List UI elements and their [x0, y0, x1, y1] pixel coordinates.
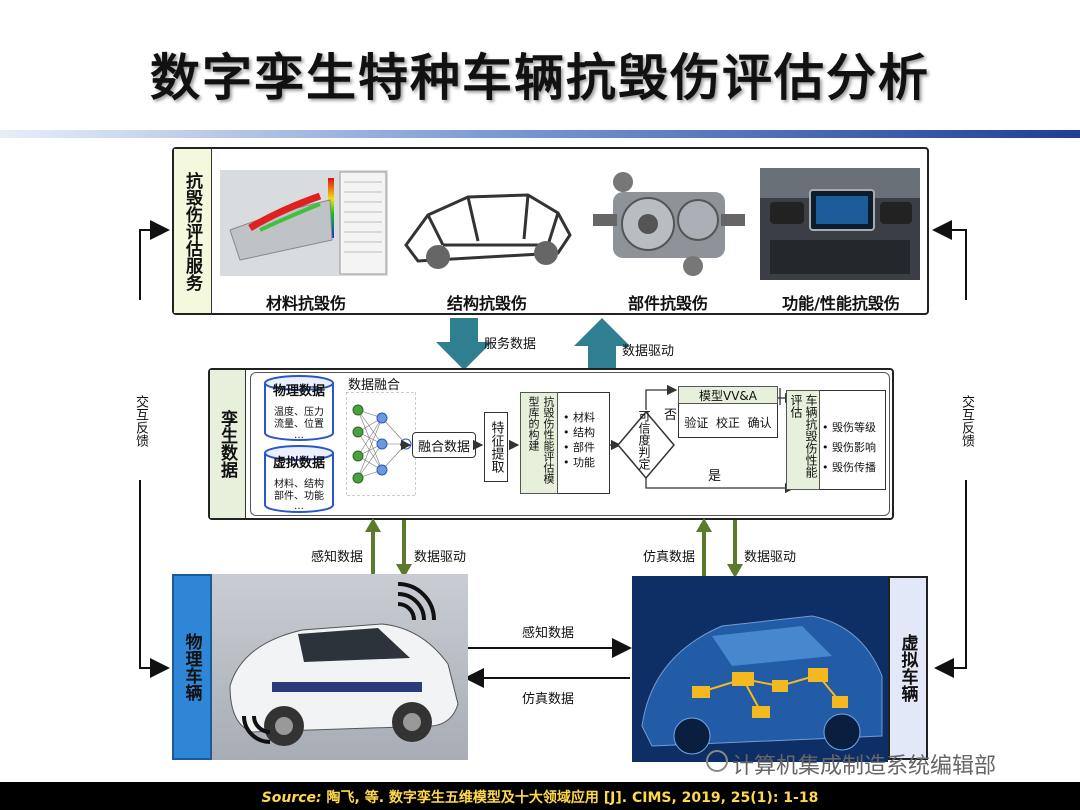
virtual-data-sub1: 材料、结构 [274, 479, 324, 490]
model-library-items: • 材料 • 结构 • 部件 • 功能 [563, 410, 595, 470]
physical-data-cylinder [264, 375, 334, 441]
physical-vehicle-label: 物理车辆 [172, 574, 212, 760]
data-drive-left-label: 数据驱动 [414, 550, 467, 565]
perception-data-mid-label: 感知数据 [522, 626, 575, 641]
model-library-title: 抗毁伤性能评估模型库的构建 [527, 396, 555, 484]
data-fusion-label: 数据融合 [348, 378, 401, 393]
virtual-data-title: 虚拟数据 [272, 456, 325, 471]
service-item-function: 功能/性能抗毁伤 [782, 294, 900, 313]
virtual-data-ellipsis: … [294, 501, 304, 512]
feature-extraction-box: 特征提取 [484, 412, 508, 482]
service-item-component: 部件抗毁伤 [627, 294, 708, 313]
footer-citation: Source: 陶飞, 等. 数字孪生五维模型及十大领域应用 [J]. CIMS… [0, 787, 1080, 807]
footer-bar [0, 782, 1080, 810]
model-item-component: • 部件 [563, 441, 595, 454]
interaction-feedback-left: 交互反馈 [132, 395, 148, 447]
perception-data-label: 感知数据 [311, 550, 364, 565]
component-gearbox-image [593, 172, 745, 276]
yes-label: 是 [708, 469, 722, 484]
footer-citation-text: 陶飞, 等. 数字孪生五维模型及十大领域应用 [J]. CIMS, 2019, … [321, 790, 819, 806]
sim-data-mid-label: 仿真数据 [522, 692, 575, 707]
service-label: 抗毁伤评估服务 [174, 149, 212, 313]
virtual-data-sub2: 部件、功能 [274, 491, 324, 502]
interaction-feedback-right: 交互反馈 [958, 395, 974, 447]
page-title: 数字孪生特种车辆抗毁伤评估分析 [150, 49, 930, 107]
data-drive-top-label: 数据驱动 [622, 344, 675, 359]
virtual-vehicle-label: 虚拟车辆 [888, 576, 928, 760]
service-data-down-arrow [436, 318, 492, 370]
physical-vehicle-photo [212, 574, 468, 760]
physical-data-title: 物理数据 [272, 384, 325, 399]
damage-evaluation-title-bg [786, 390, 820, 490]
damage-evaluation-items: • 毁伤等级 • 毁伤影响 • 毁伤传播 [822, 418, 876, 478]
data-drive-right-label: 数据驱动 [744, 550, 797, 565]
model-item-function: • 功能 [563, 456, 595, 469]
model-vva-title: 模型VV&A [678, 386, 778, 404]
virtual-data-cylinder [264, 445, 334, 513]
damage-evaluation-title: 车辆抗毁伤性能评估 [789, 394, 818, 478]
vehicle-dashboard-image [760, 168, 920, 280]
material-simulation-image [220, 170, 388, 276]
sim-data-label: 仿真数据 [643, 550, 696, 565]
no-label: 否 [664, 408, 678, 423]
vehicle-twin-arrows [365, 518, 743, 578]
watermark-text: 计算机集成制造系统编辑部 [732, 754, 997, 779]
service-item-material: 材料抗毁伤 [265, 294, 346, 313]
service-item-structure: 结构抗毁伤 [446, 294, 527, 313]
watermark-icon [706, 750, 728, 772]
title-divider [0, 130, 1080, 138]
credibility-judgment: 可信度判定 [637, 410, 651, 470]
footer-source-label: Source: [261, 790, 322, 806]
data-drive-up-arrow [574, 318, 630, 370]
model-library-title-bg [520, 392, 558, 494]
physical-data-sub2: 流量、位置 [274, 419, 324, 430]
physical-data-sub1: 温度、压力 [274, 407, 324, 418]
model-item-structure: • 结构 [563, 426, 595, 439]
credibility-flow-arrows [400, 384, 796, 494]
eval-item-level: • 毁伤等级 [822, 421, 876, 434]
vehicle-frame-image [404, 193, 572, 269]
model-vva-items: 验证 校正 确认 [684, 416, 772, 430]
eval-item-propagation: • 毁伤传播 [822, 461, 876, 474]
physical-data-ellipsis: … [294, 430, 304, 441]
twin-data-label: 孪生数据 [210, 370, 246, 518]
virtual-vehicle-render [632, 576, 888, 762]
eval-item-impact: • 毁伤影响 [822, 441, 876, 454]
service-data-label: 服务数据 [484, 337, 537, 352]
model-item-material: • 材料 [563, 411, 595, 424]
